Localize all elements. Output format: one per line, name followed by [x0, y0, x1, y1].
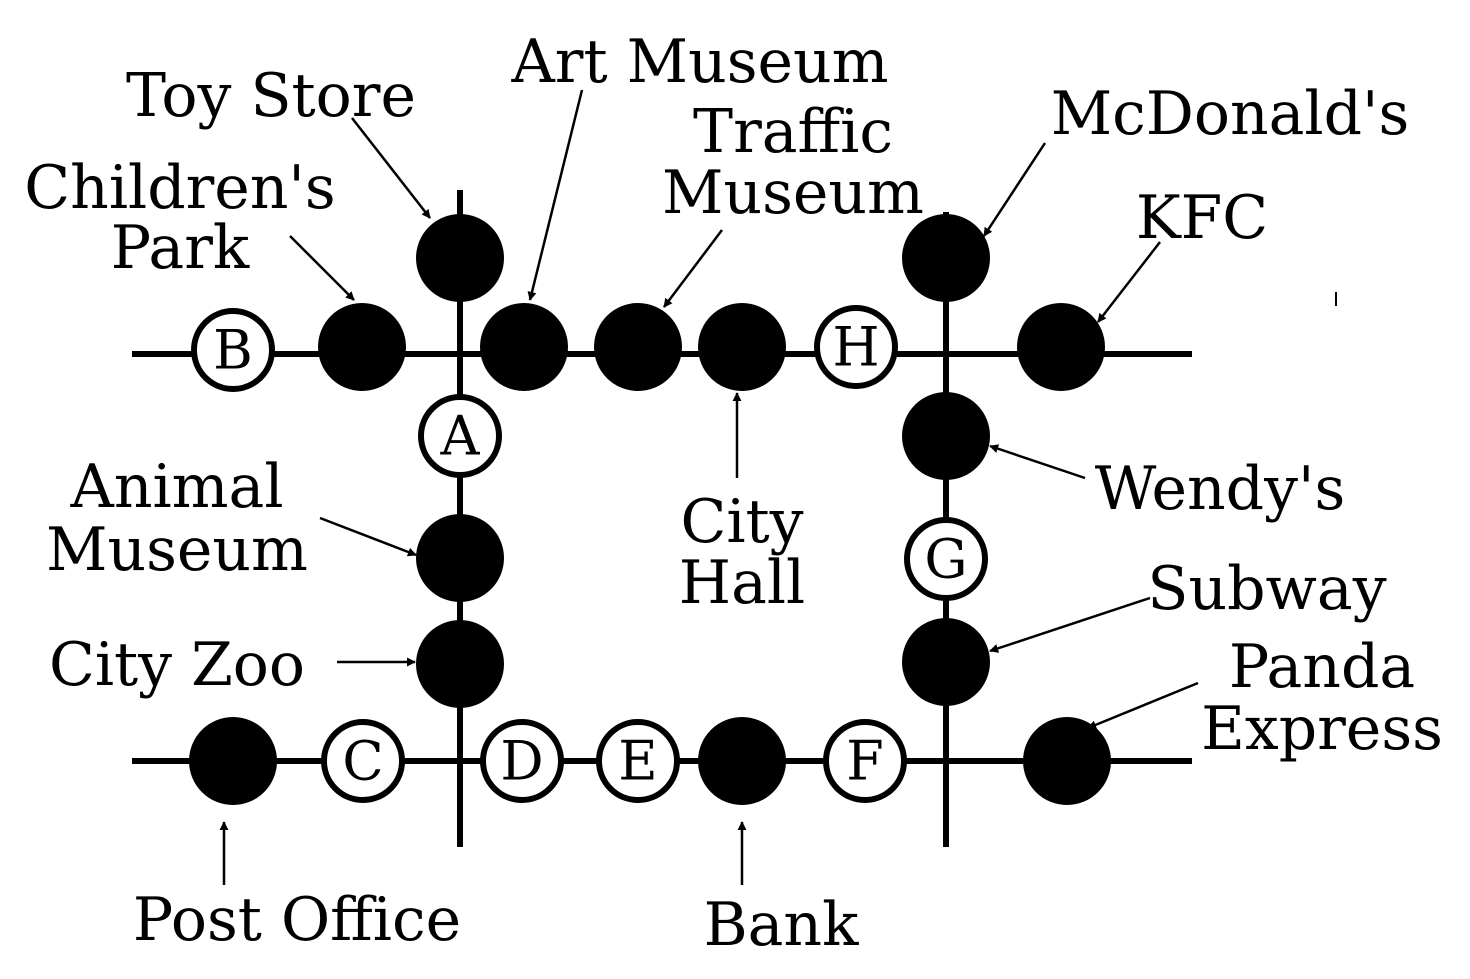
- childrens-park-arrow: [289, 235, 355, 301]
- city-hall-label-line1: City: [680, 487, 803, 557]
- mcdonalds-marker: [902, 214, 990, 302]
- mcdonalds-label: McDonald's: [1051, 79, 1410, 149]
- childrens-park-label-line1: Children's: [24, 153, 335, 223]
- stop-c-letter: C: [342, 730, 383, 793]
- subway-arrow: [989, 596, 1151, 653]
- stop-g-letter: G: [924, 528, 967, 591]
- city-hall-marker: [698, 303, 786, 391]
- stop-e: E: [596, 719, 680, 803]
- subway-label: Subway: [1147, 554, 1386, 624]
- kfc-label: KFC: [1136, 183, 1268, 253]
- traffic-museum-marker: [594, 303, 682, 391]
- city-zoo-label: City Zoo: [49, 630, 305, 700]
- art-museum-label: Art Museum: [510, 27, 888, 97]
- bank-label: Bank: [704, 890, 860, 960]
- traffic-museum-label-line1: Traffic: [693, 97, 893, 167]
- childrens-park-label-line2: Park: [111, 213, 250, 283]
- animal-museum-arrow: [319, 516, 417, 557]
- stop-d-letter: D: [500, 730, 543, 793]
- wendys-label: Wendy's: [1095, 454, 1346, 524]
- animal-museum-marker: [416, 514, 504, 602]
- kfc-arrow: [1097, 241, 1161, 323]
- place-markers: [189, 214, 1111, 805]
- stop-b: B: [191, 308, 275, 392]
- stop-h: H: [814, 305, 898, 389]
- lettered-stops: B A H G C D E F: [191, 305, 988, 803]
- panda-express-label-line2: Express: [1201, 694, 1443, 764]
- subway-marker: [902, 618, 990, 706]
- panda-express-label-line1: Panda: [1229, 632, 1415, 702]
- post-office-marker: [189, 717, 277, 805]
- stop-g: G: [904, 517, 988, 601]
- mcdonalds-arrow: [982, 142, 1047, 237]
- stop-c: C: [321, 719, 405, 803]
- city-zoo-marker: [416, 620, 504, 708]
- toy-store-marker: [416, 214, 504, 302]
- toy-store-label: Toy Store: [126, 61, 416, 131]
- stop-a-letter: A: [440, 405, 481, 468]
- stop-h-letter: H: [832, 316, 879, 379]
- city-hall-label-line2: Hall: [679, 548, 805, 618]
- art-museum-marker: [480, 303, 568, 391]
- leader-arrows: [219, 89, 1199, 885]
- stop-a: A: [418, 394, 502, 478]
- stop-e-letter: E: [618, 730, 657, 793]
- toy-store-arrow: [351, 117, 431, 219]
- animal-museum-label-line2: Museum: [46, 515, 308, 585]
- childrens-park-marker: [318, 303, 406, 391]
- kfc-marker: [1017, 303, 1105, 391]
- place-labels: Toy Store Art Museum Traffic Museum McDo…: [24, 27, 1443, 960]
- wendys-arrow: [989, 444, 1086, 480]
- panda-express-arrow: [1087, 681, 1199, 730]
- bank-marker: [698, 717, 786, 805]
- art-museum-arrow: [527, 89, 584, 301]
- wendys-marker: [902, 392, 990, 480]
- stop-f: F: [823, 719, 907, 803]
- post-office-label: Post Office: [133, 885, 461, 955]
- panda-express-marker: [1023, 717, 1111, 805]
- stop-b-letter: B: [213, 319, 253, 382]
- traffic-museum-label-line2: Museum: [662, 158, 924, 228]
- stop-d: D: [480, 719, 564, 803]
- traffic-museum-arrow: [663, 229, 723, 308]
- stop-f-letter: F: [846, 730, 883, 793]
- animal-museum-label-line1: Animal: [69, 452, 283, 522]
